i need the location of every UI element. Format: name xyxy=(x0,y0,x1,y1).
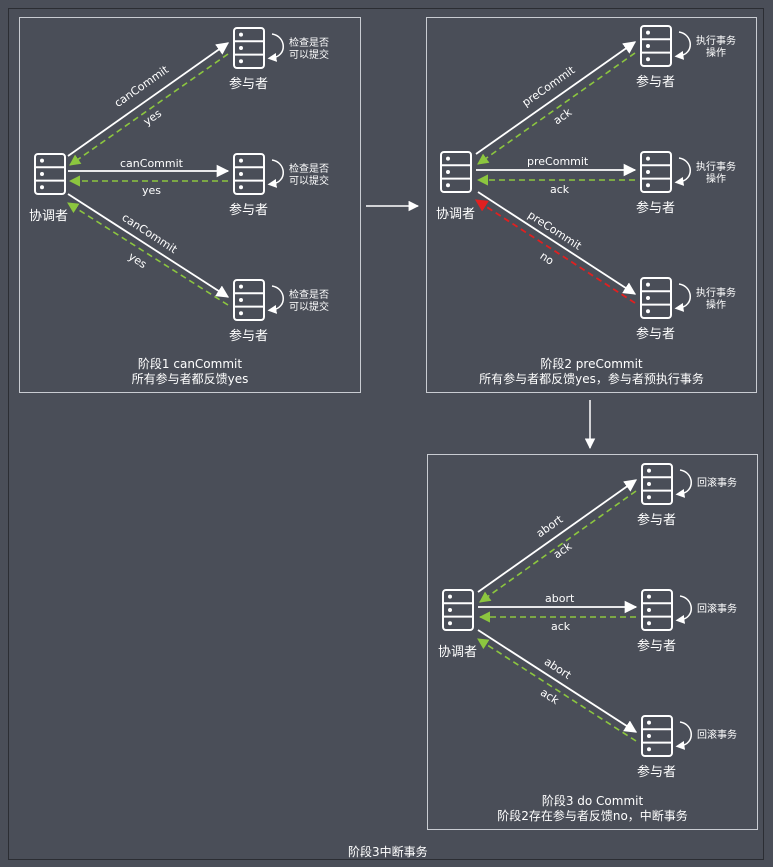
participant-server-icon xyxy=(640,151,672,193)
note-line: 可以提交 xyxy=(289,176,329,187)
participant-server-icon xyxy=(641,463,673,505)
request-arrow xyxy=(67,42,230,157)
participant-server-icon xyxy=(641,589,673,631)
participant-note: 执行事务操作 xyxy=(696,162,736,186)
coordinator-label: 协调者 xyxy=(29,209,69,224)
participant-note: 回滚事务 xyxy=(697,478,737,489)
caption-desc: 所有参与者都反馈yes，参与者预执行事务 xyxy=(479,372,704,386)
note-line: 操作 xyxy=(706,300,726,311)
request-arrow xyxy=(475,41,637,155)
self-loop-icon xyxy=(675,721,692,750)
reply-label: yes xyxy=(142,184,162,197)
reply-label: ack xyxy=(550,183,570,196)
caption-title: 阶段2 preCommit xyxy=(540,357,643,371)
request-label: canCommit xyxy=(120,157,183,170)
participant-note: 检查是否可以提交 xyxy=(289,164,329,188)
note-line: 可以提交 xyxy=(289,302,329,313)
self-loop-icon xyxy=(267,285,284,314)
phase3-panel xyxy=(427,454,758,830)
participant-server-icon xyxy=(233,153,265,195)
note-line: 可以提交 xyxy=(289,50,329,61)
request-arrow xyxy=(477,479,638,593)
participant-label: 参与者 xyxy=(229,77,269,92)
participant-label: 参与者 xyxy=(636,75,676,90)
participant-note: 执行事务操作 xyxy=(696,288,736,312)
note-line: 执行事务 xyxy=(696,36,736,47)
reply-arrow xyxy=(67,202,229,306)
note-line: 执行事务 xyxy=(696,162,736,173)
participant-label: 参与者 xyxy=(229,203,269,218)
coordinator-server-icon xyxy=(34,153,66,195)
self-loop-icon xyxy=(675,595,692,624)
self-loop-icon xyxy=(267,159,284,188)
participant-note: 执行事务操作 xyxy=(696,36,736,60)
reply-arrow xyxy=(479,490,637,603)
request-arrow xyxy=(67,193,230,298)
note-line: 操作 xyxy=(706,174,726,185)
reply-label: ack xyxy=(551,620,571,633)
self-loop-icon xyxy=(674,157,691,186)
request-label: abort xyxy=(545,592,575,605)
note-line: 检查是否 xyxy=(289,38,329,49)
participant-label: 参与者 xyxy=(637,765,677,780)
request-arrow xyxy=(477,191,637,295)
participant-label: 参与者 xyxy=(636,201,676,216)
reply-arrow xyxy=(477,52,636,165)
participant-note: 检查是否可以提交 xyxy=(289,38,329,62)
caption-title: 阶段1 canCommit xyxy=(137,357,243,371)
participant-server-icon xyxy=(641,715,673,757)
reply-arrow-no xyxy=(474,199,636,304)
caption-desc: 所有参与者都反馈yes xyxy=(131,372,249,386)
self-loop-icon xyxy=(674,283,691,312)
participant-server-icon xyxy=(640,277,672,319)
coordinator-label: 协调者 xyxy=(438,645,478,660)
participant-label: 参与者 xyxy=(637,513,677,528)
participant-note: 回滚事务 xyxy=(697,730,737,741)
coordinator-label: 协调者 xyxy=(436,207,476,222)
participant-server-icon xyxy=(233,279,265,321)
participant-label: 参与者 xyxy=(637,639,677,654)
participant-server-icon xyxy=(640,25,672,67)
participant-note: 回滚事务 xyxy=(697,604,737,615)
phase-caption: 阶段3 do Commit 阶段2存在参与者反馈no，中断事务 xyxy=(427,794,758,824)
participant-server-icon xyxy=(233,27,265,69)
reply-arrow xyxy=(477,638,637,742)
participant-note: 检查是否可以提交 xyxy=(289,290,329,314)
caption-desc: 阶段2存在参与者反馈no，中断事务 xyxy=(497,809,688,823)
outer-frame xyxy=(8,8,764,860)
self-loop-icon xyxy=(267,33,284,62)
reply-arrow xyxy=(69,53,229,166)
phase-caption: 阶段1 canCommit 所有参与者都反馈yes xyxy=(19,357,361,387)
phase2-panel xyxy=(426,17,757,393)
footer-caption: 阶段3中断事务 xyxy=(348,845,428,859)
request-label: preCommit xyxy=(527,155,589,168)
phase1-panel xyxy=(19,17,361,393)
caption-title: 阶段3 do Commit xyxy=(541,794,644,808)
note-line: 执行事务 xyxy=(696,288,736,299)
phase-caption: 阶段2 preCommit 所有参与者都反馈yes，参与者预执行事务 xyxy=(426,357,757,387)
note-line: 检查是否 xyxy=(289,164,329,175)
note-line: 检查是否 xyxy=(289,290,329,301)
request-arrow xyxy=(477,629,638,733)
note-line: 操作 xyxy=(706,48,726,59)
self-loop-icon xyxy=(674,31,691,60)
coordinator-server-icon xyxy=(440,151,472,193)
self-loop-icon xyxy=(675,469,692,498)
participant-label: 参与者 xyxy=(636,327,676,342)
participant-label: 参与者 xyxy=(229,329,269,344)
coordinator-server-icon xyxy=(442,589,474,631)
